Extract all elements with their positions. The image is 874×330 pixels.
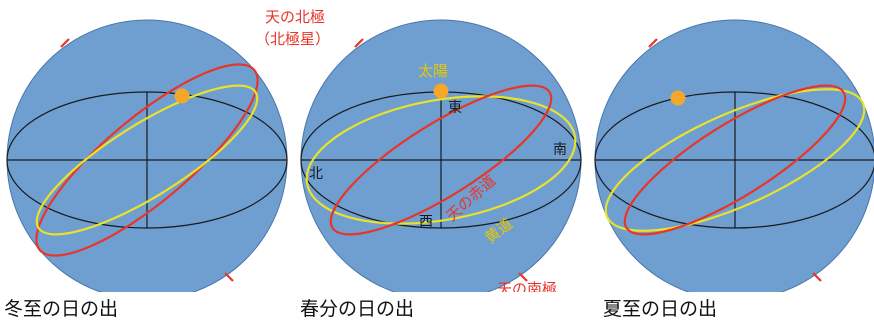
- panel-winter-solstice: [6, 19, 288, 292]
- celestial-sphere-diagram: 天の北極 （北極星） 太陽 東 南 北 西 天の赤道 黄道 天の南極: [6, 8, 874, 292]
- south-label: 南: [553, 142, 567, 158]
- north-pole-star-label: （北極星）: [255, 30, 330, 48]
- caption-winter-solstice: 冬至の日の出: [4, 298, 119, 320]
- ecliptic-orbit: [35, 84, 259, 236]
- panel-summer-solstice: [594, 19, 874, 292]
- sun-marker: [670, 90, 686, 106]
- caption-summer-solstice: 夏至の日の出: [603, 298, 718, 320]
- celestial-equator-orbit: [35, 63, 259, 257]
- panel-vernal-equinox: 天の北極 （北極星） 太陽 東 南 北 西 天の赤道 黄道 天の南極: [255, 8, 582, 292]
- north-pole-tick: [354, 38, 364, 48]
- celestial-equator-orbit: [623, 84, 847, 236]
- north-pole-tick: [60, 38, 70, 48]
- north-label: 北: [309, 166, 323, 182]
- south-pole-label: 天の南極: [497, 280, 557, 292]
- ecliptic-orbit: [604, 88, 866, 232]
- sun-marker: [433, 83, 449, 99]
- east-label: 東: [448, 100, 462, 116]
- sun-label: 太陽: [418, 62, 448, 80]
- celestial-equator-orbit: [329, 84, 553, 236]
- south-pole-tick: [224, 272, 234, 282]
- caption-vernal-equinox: 春分の日の出: [300, 298, 415, 320]
- sun-marker: [174, 88, 190, 104]
- ecliptic-orbit: [305, 95, 577, 225]
- north-pole-label: 天の北極: [265, 8, 325, 26]
- south-pole-tick: [812, 272, 822, 282]
- north-pole-tick: [648, 38, 658, 48]
- west-label: 西: [419, 214, 433, 230]
- south-pole-tick: [518, 272, 528, 282]
